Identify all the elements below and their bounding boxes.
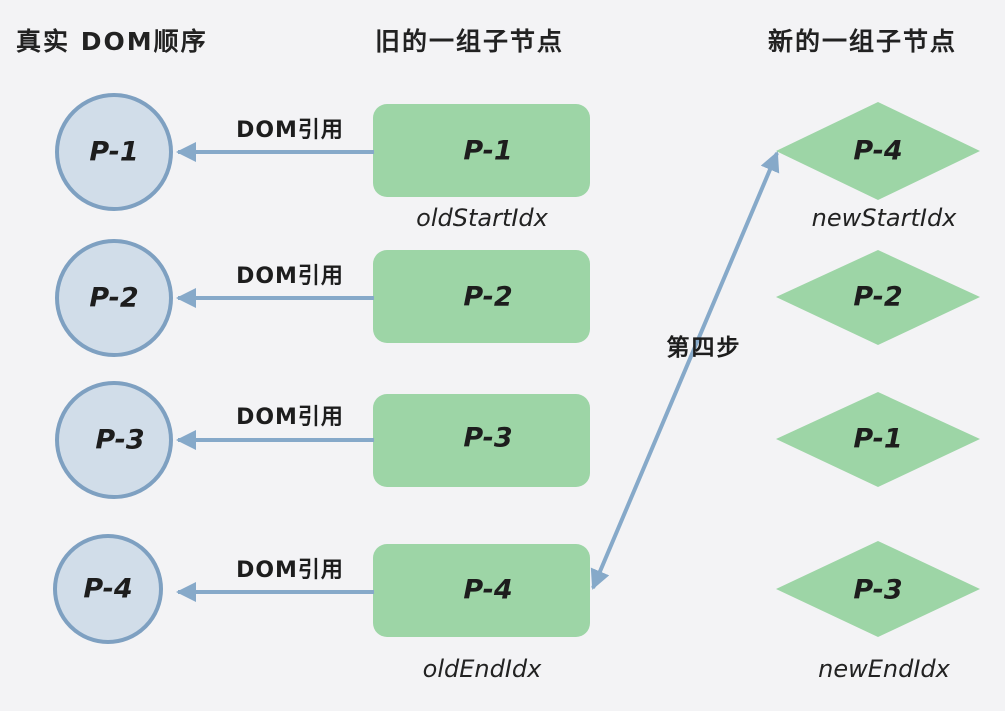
old-node-1-label: P-1 [463,135,513,167]
real-dom-node-3-label: P-3 [95,424,145,456]
old-node-4-label: P-4 [463,574,513,606]
real-dom-node-4-label: P-4 [83,573,133,605]
step-label: 第四步 [666,335,742,361]
dom-ref-label-4: DOM引用 [236,558,344,583]
new-node-4 [776,541,980,637]
old-node-3-label: P-3 [463,422,513,454]
new-start-idx-label: newStartIdx [811,204,957,232]
old-node-4 [373,544,590,637]
real-dom-node-2 [55,239,173,357]
dom-ref-label-3: DOM引用 [236,405,344,430]
step-arrow [590,151,780,590]
real-dom-node-4 [53,534,163,644]
new-node-2-label: P-2 [853,281,903,313]
real-dom-node-1 [55,93,173,211]
new-node-1-label: P-4 [853,135,903,167]
old-end-idx-label: oldEndIdx [422,655,542,683]
real-dom-node-3 [55,381,173,499]
old-node-2-label: P-2 [463,281,513,313]
dom-ref-label-2: DOM引用 [236,264,344,289]
real-dom-column-title: 真实 DOM顺序 [16,27,208,56]
new-node-3-label: P-1 [853,423,903,455]
real-dom-node-2-label: P-2 [89,282,139,314]
new-end-idx-label: newEndIdx [818,655,950,683]
new-children-column-title: 新的一组子节点 [768,27,958,56]
old-node-3 [373,394,590,487]
old-node-1 [373,104,590,197]
real-dom-node-1-label: P-1 [89,136,139,168]
old-start-idx-label: oldStartIdx [416,204,548,232]
old-node-2 [373,250,590,343]
dom-ref-label-1: DOM引用 [236,118,344,143]
old-children-column-title: 旧的一组子节点 [375,27,565,56]
new-node-3 [776,392,980,487]
new-node-4-label: P-3 [853,574,903,606]
new-node-1 [776,102,980,200]
new-node-2 [776,250,980,345]
